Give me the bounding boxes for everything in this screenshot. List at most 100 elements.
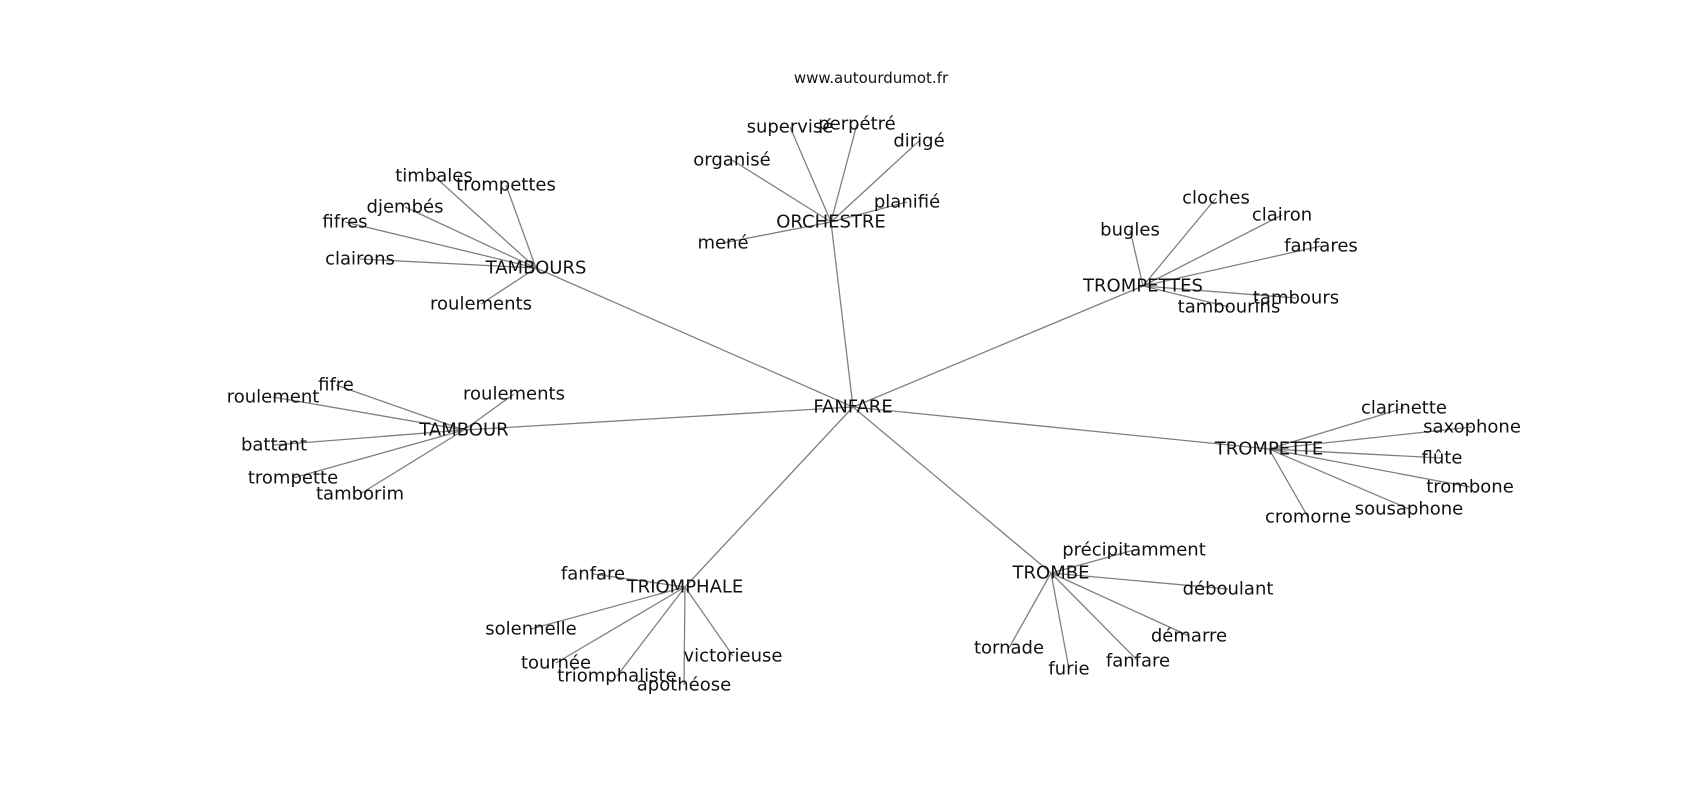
watermark: www.autourdumot.fr [794, 69, 949, 87]
edge-tambour-to-tamborim [359, 429, 465, 495]
leaf-node-label-tambour-battant: battant [241, 435, 307, 456]
edge-trompette-to-trombone [1268, 448, 1471, 488]
hub-node-label-trompettes: TROMPETTES [1082, 276, 1203, 297]
leaf-node-label-trompette-clarinette: clarinette [1361, 398, 1447, 419]
edge-trompettes-to-fanfares [1142, 245, 1322, 287]
edge-orchestre-to-organise [731, 159, 832, 223]
edge-tambours-to-clairons [359, 258, 537, 269]
edge-trompettes-to-tambourins [1142, 285, 1230, 308]
leaf-node-label-tambours-clairons: clairons [325, 249, 395, 270]
leaf-node-label-trompette-saxophone: saxophone [1423, 417, 1521, 438]
edge-orchestre-to-mene [722, 221, 832, 244]
leaf-node-label-trompettes-cloches: cloches [1182, 188, 1250, 209]
leaf-node-label-orchestre-planifie: planifié [874, 192, 940, 213]
edge-trompette-to-saxophone [1268, 426, 1473, 450]
leaf-node-label-tambour-trompette: trompette [248, 468, 338, 489]
edge-center-to-trompettes [852, 285, 1144, 408]
edge-orchestre-to-dirige [830, 140, 920, 223]
leaf-node-label-orchestre-dirige: dirigé [893, 131, 944, 152]
leaf-node-label-tambours-djembes: djembés [367, 197, 444, 218]
hub-node-label-triomphale: TRIOMPHALE [626, 577, 744, 598]
center-node-label: FANFARE [813, 397, 892, 418]
leaf-node-label-trombe-fanfare: fanfare [1106, 651, 1170, 672]
leaf-node-label-trompettes-tambours: tambours [1253, 288, 1339, 309]
leaf-node-label-tambours-timbales: timbales [395, 166, 473, 187]
edge-triomphale-to-apotheose [683, 586, 686, 686]
edge-trombe-to-fanfare [1050, 572, 1139, 662]
edge-tambours-to-roulements [480, 267, 537, 305]
graph-edges [272, 123, 1473, 686]
edge-orchestre-to-supervise [789, 126, 832, 223]
hub-node-label-tambour: TAMBOUR [418, 420, 508, 441]
edge-center-to-trompette [852, 406, 1270, 450]
edge-trombe-to-demarre [1050, 572, 1190, 637]
leaf-node-label-tambours-fifres: fifres [322, 212, 367, 233]
edge-trombe-to-precipitamment [1050, 549, 1135, 574]
edge-triomphale-to-solennelle [530, 586, 686, 630]
edge-triomphale-to-triomphaliste [616, 586, 686, 677]
leaf-node-label-tambour-roulements: roulements [463, 384, 565, 405]
edge-triomphale-to-victorieuse [684, 586, 734, 657]
edge-trombe-to-tornade [1008, 572, 1052, 649]
graph-labels: www.autourdumot.fr FANFARE ORCHESTRE super… [227, 69, 1521, 696]
edge-trombe-to-furie [1050, 572, 1070, 670]
edge-tambours-to-fifres [344, 221, 537, 269]
hub-node-label-trombe: TROMBE [1012, 563, 1090, 584]
leaf-node-label-orchestre-perpetre: perpétré [818, 114, 896, 135]
edge-center-to-trombe [852, 406, 1052, 574]
edge-orchestre-to-planifie [830, 201, 908, 223]
edge-trompette-to-clarinette [1268, 407, 1405, 450]
edge-trompettes-to-cloches [1142, 197, 1217, 287]
leaf-node-label-triomphale-fanfare: fanfare [561, 564, 625, 585]
edge-center-to-triomphale [684, 406, 854, 588]
leaf-node-label-trombe-precipitamment: précipitamment [1062, 540, 1206, 561]
edge-center-to-orchestre [830, 221, 854, 408]
edge-tambour-to-battant [273, 429, 465, 446]
leaf-node-label-tambour-roulement: roulement [227, 387, 320, 408]
edge-tambours-to-timbales [433, 175, 537, 269]
leaf-node-label-triomphale-tournee: tournée [521, 653, 591, 674]
leaf-node-label-orchestre-mene: mené [697, 233, 748, 254]
leaf-node-label-triomphale-victorieuse: victorieuse [684, 646, 783, 667]
hub-node-label-orchestre: ORCHESTRE [776, 212, 886, 233]
leaf-node-label-orchestre-supervise: supervisé [747, 117, 834, 138]
leaf-node-label-trompettes-fanfares: fanfares [1284, 236, 1358, 257]
leaf-node-label-trompettes-clairon: clairon [1252, 205, 1312, 226]
edge-triomphale-to-tournee [555, 586, 686, 664]
leaf-node-label-trombe-furie: furie [1048, 659, 1089, 680]
edge-trombe-to-deboulant [1050, 572, 1229, 590]
leaf-node-label-trompette-trombone: trombone [1426, 477, 1514, 498]
leaf-node-label-tambours-roulements: roulements [430, 294, 532, 315]
edge-center-to-tambour [463, 406, 854, 431]
edge-orchestre-to-perpetre [830, 123, 858, 223]
edge-trompette-to-cromorne [1268, 448, 1309, 518]
leaf-node-label-triomphale-solennelle: solennelle [485, 619, 576, 640]
edge-tambour-to-roulements [463, 393, 515, 431]
leaf-node-label-orchestre-organise: organisé [693, 150, 770, 171]
leaf-node-label-tambour-tamborim: tamborim [316, 484, 404, 505]
edge-center-to-tambours [535, 267, 854, 408]
leaf-node-label-tambour-fifre: fifre [318, 375, 354, 396]
edge-trompettes-to-clairon [1142, 214, 1283, 287]
edge-tambour-to-trompette [292, 429, 465, 479]
edge-triomphale-to-fanfare [592, 573, 686, 588]
leaf-node-label-trompette-sousaphone: sousaphone [1355, 499, 1464, 520]
leaf-node-label-trombe-demarre: démarre [1151, 626, 1227, 647]
edge-tambours-to-djembes [404, 206, 537, 269]
edge-trompettes-to-tambours [1142, 285, 1297, 299]
edge-tambours-to-trompettes [505, 184, 537, 269]
hub-node-label-tambours: TAMBOURS [485, 258, 587, 279]
hub-node-label-trompette: TROMPETTE [1214, 439, 1323, 460]
edge-trompette-to-flute [1268, 448, 1443, 459]
leaf-node-label-triomphale-triomphaliste: triomphaliste [557, 666, 676, 687]
leaf-node-label-triomphale-apotheose: apothéose [637, 675, 731, 696]
leaf-node-label-trompette-flute: flûte [1422, 448, 1463, 469]
leaf-node-label-trompettes-tambourins: tambourins [1178, 297, 1281, 318]
leaf-node-label-trompettes-bugles: bugles [1100, 220, 1160, 241]
edge-trompette-to-sousaphone [1268, 448, 1410, 510]
edge-tambour-to-roulement [272, 396, 465, 431]
leaf-node-label-trombe-tornade: tornade [974, 638, 1044, 659]
leaf-node-label-trombe-deboulant: déboulant [1183, 579, 1274, 600]
leaf-node-label-trompette-cromorne: cromorne [1265, 507, 1351, 528]
